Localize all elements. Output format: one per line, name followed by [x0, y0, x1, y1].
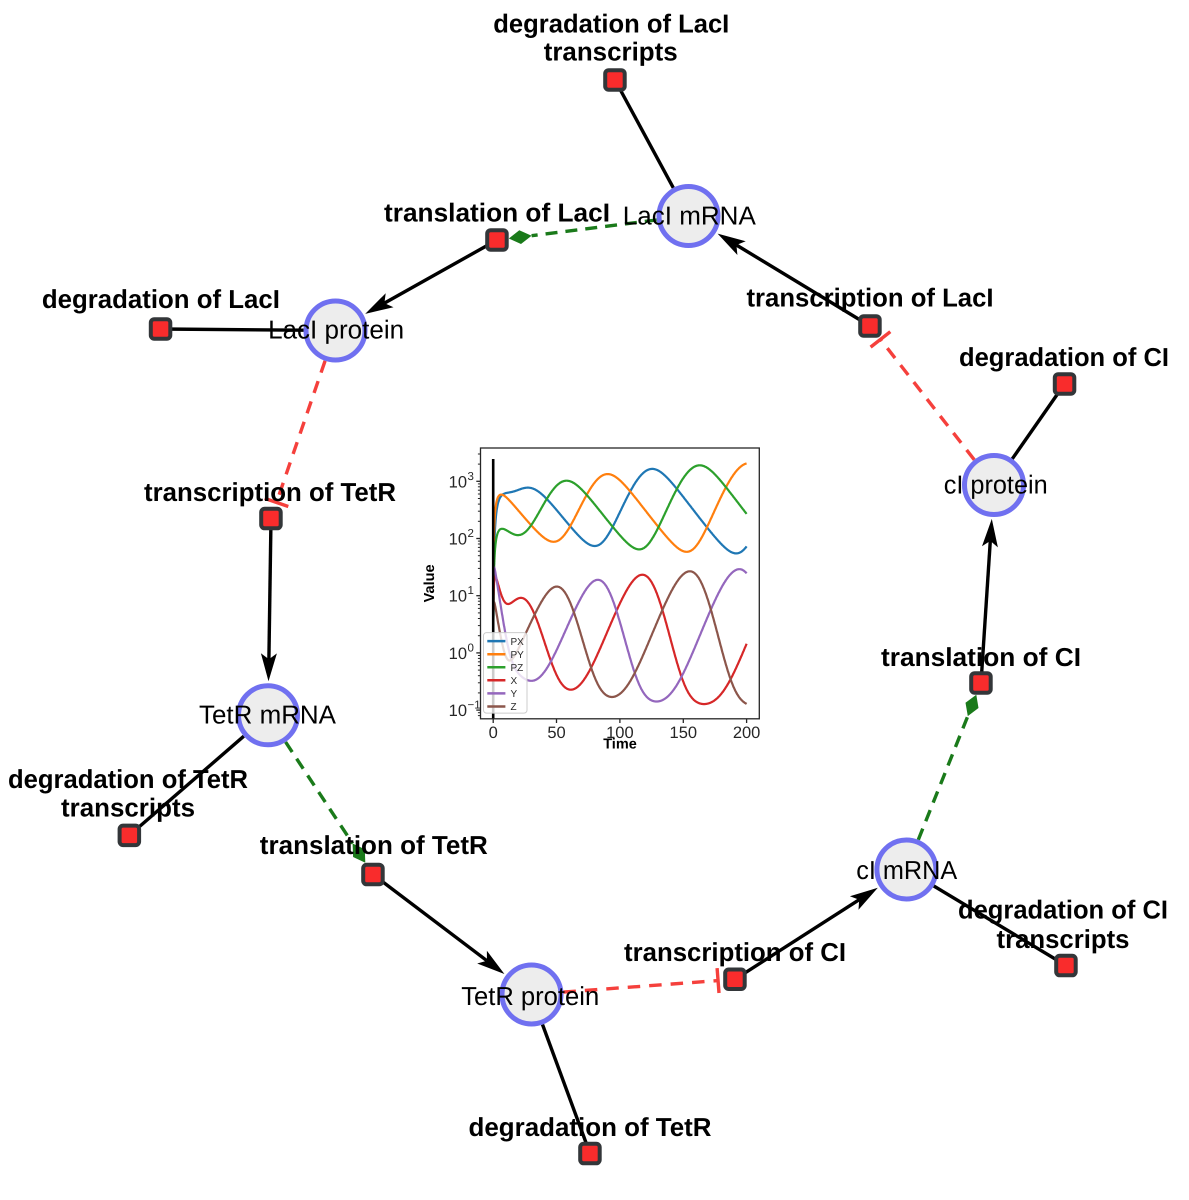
- svg-text:degradation of TetR: degradation of TetR: [469, 1112, 712, 1142]
- svg-text:10: 10: [449, 702, 467, 720]
- svg-text:0: 0: [468, 642, 474, 654]
- svg-text:translation of TetR: translation of TetR: [260, 830, 488, 860]
- svg-text:degradation of TetR: degradation of TetR: [8, 764, 248, 794]
- svg-text:0: 0: [489, 724, 498, 742]
- svg-text:transcription of LacI: transcription of LacI: [747, 283, 994, 313]
- svg-text:degradation of LacI: degradation of LacI: [42, 284, 280, 314]
- svg-text:10: 10: [449, 531, 467, 549]
- svg-text:50: 50: [547, 724, 565, 742]
- svg-text:Y: Y: [511, 689, 518, 700]
- svg-text:degradation of LacI: degradation of LacI: [493, 8, 729, 38]
- svg-text:Time: Time: [603, 737, 637, 753]
- svg-text:X: X: [511, 676, 518, 687]
- svg-text:LacI mRNA: LacI mRNA: [623, 201, 757, 231]
- svg-text:200: 200: [733, 724, 761, 742]
- svg-text:Value: Value: [422, 564, 438, 602]
- svg-text:degradation of CI: degradation of CI: [958, 894, 1168, 924]
- svg-text:3: 3: [468, 471, 474, 483]
- svg-text:cI protein: cI protein: [944, 470, 1048, 500]
- svg-text:PX: PX: [511, 637, 525, 648]
- svg-text:−1: −1: [468, 700, 481, 712]
- svg-text:150: 150: [670, 724, 698, 742]
- svg-text:LacI protein: LacI protein: [268, 315, 404, 345]
- svg-text:10: 10: [449, 588, 467, 606]
- svg-text:1: 1: [468, 585, 474, 597]
- svg-text:translation of CI: translation of CI: [881, 642, 1081, 672]
- svg-text:100: 100: [606, 724, 634, 742]
- svg-text:transcription of TetR: transcription of TetR: [144, 477, 396, 507]
- svg-text:10: 10: [449, 645, 467, 663]
- svg-text:transcription of CI: transcription of CI: [624, 937, 846, 967]
- svg-text:10: 10: [449, 473, 467, 491]
- svg-text:TetR mRNA: TetR mRNA: [199, 699, 337, 729]
- svg-text:transcripts: transcripts: [61, 793, 195, 823]
- svg-text:degradation of CI: degradation of CI: [959, 342, 1169, 372]
- svg-text:Z: Z: [511, 702, 517, 713]
- svg-text:transcripts: transcripts: [997, 924, 1130, 954]
- svg-text:2: 2: [468, 528, 474, 540]
- svg-text:cI mRNA: cI mRNA: [856, 855, 958, 885]
- svg-text:translation of LacI: translation of LacI: [384, 198, 610, 228]
- svg-text:transcripts: transcripts: [544, 37, 678, 67]
- svg-text:TetR protein: TetR protein: [461, 981, 599, 1011]
- svg-text:PZ: PZ: [511, 663, 524, 674]
- svg-text:PY: PY: [511, 650, 525, 661]
